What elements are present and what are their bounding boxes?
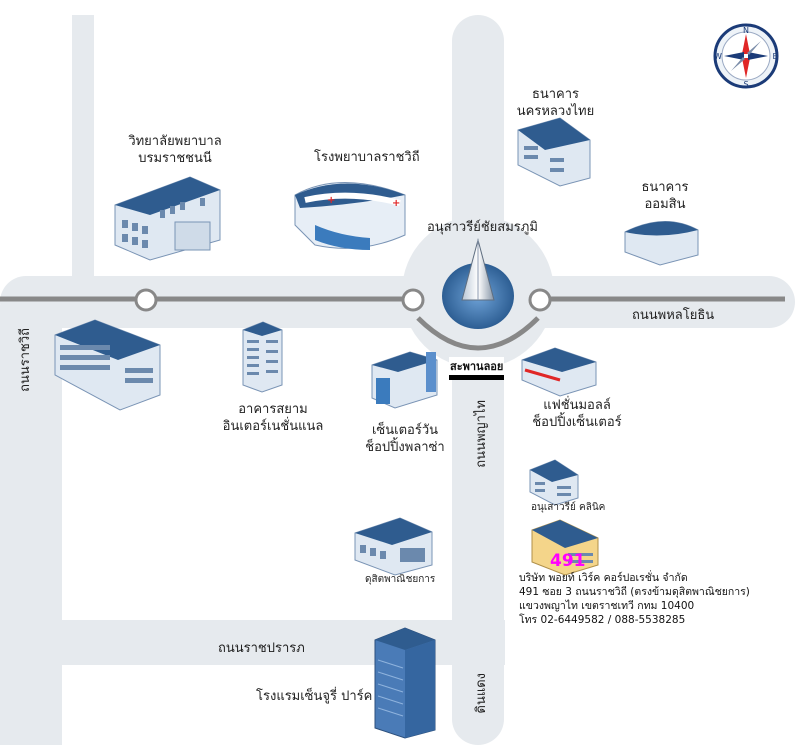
road-label-dindaeng: ดินแดง	[474, 673, 489, 714]
skywalk-label: สะพานลอย	[449, 357, 505, 375]
svg-text:N: N	[743, 26, 749, 35]
svg-text:W: W	[714, 52, 722, 61]
building-century-park-icon	[374, 627, 436, 739]
building-company-icon	[531, 519, 599, 576]
building-siam-tower-icon	[242, 321, 283, 393]
road-label-ratchaprarop: ถนนราชปรารภ	[218, 641, 305, 656]
building-fashion-mall-icon	[521, 347, 597, 397]
clinic-label: อนุเสาวรีย์ คลินิค	[531, 502, 606, 513]
road-phayathai	[452, 15, 504, 745]
century-park-label: โรงแรมเซ็นจูรี่ ปาร์ค	[256, 689, 373, 704]
fashion-mall-label: แฟชั่นมอลล์ช็อปปิ้งเซ็นเตอร์	[532, 398, 622, 430]
rajavithi-hospital-label: โรงพยาบาลราชวิถี	[314, 150, 420, 165]
siam-tower-label: อาคารสยามอินเตอร์เนชั่นแนล	[222, 402, 324, 434]
svg-text:E: E	[772, 52, 777, 61]
svg-text:+: +	[392, 198, 400, 209]
monument-label: อนุสาวรีย์ชัยสมรภูมิ	[427, 220, 538, 235]
bank-gsb-label: ธนาคารออมสิน	[641, 180, 689, 212]
road-upper-left	[72, 15, 94, 305]
company-phone: โทร 02-6449582 / 088-5538285	[519, 614, 686, 626]
monument-icon	[442, 238, 514, 329]
compass-icon: N S E W	[713, 23, 779, 89]
road-ratchawithi	[0, 305, 62, 745]
building-bank-nakhonluang-icon	[517, 117, 591, 187]
dusit-label: ดุสิตพาณิชยการ	[365, 574, 436, 585]
building-nursing-college-icon	[114, 176, 221, 261]
building-rajavithi-hospital-icon: + +	[294, 182, 406, 250]
bank-nakhonluang-label: ธนาคารนครหลวงไทย	[516, 87, 595, 119]
company-number-badge: 491	[550, 551, 586, 571]
company-address: 491 ซอย 3 ถนนราชวิถี (ตรงข้ามดุสิตพาณิชย…	[519, 586, 750, 598]
svg-text:S: S	[743, 80, 748, 89]
svg-text:+: +	[327, 195, 335, 206]
road-label-ratchawithi: ถนนราชวิถี	[18, 328, 33, 392]
company-district: แขวงพญาไท เขตราชเทวี กทม 10400	[519, 600, 695, 612]
building-left-complex-icon	[54, 319, 161, 411]
company-name: บริษัท พอยท์ เวิร์ค คอร์ปอเรชั่น จำกัด	[519, 572, 688, 584]
building-bank-gsb-icon	[624, 221, 699, 266]
road-label-phahonyothin: ถนนพหลโยธิน	[632, 308, 715, 323]
road-label-phayathai: ถนนพญาไท	[474, 400, 489, 468]
building-clinic-icon	[529, 459, 579, 506]
road-phahonyothin	[0, 276, 795, 328]
building-dusit-icon	[354, 517, 433, 576]
company-address-block: บริษัท พอยท์ เวิร์ค คอร์ปอเรชั่น จำกัด 4…	[519, 571, 750, 627]
building-center-one-icon	[371, 351, 438, 409]
center-one-label: เซ็นเตอร์วันช็อปปิ้งพลาซ่า	[365, 423, 445, 455]
nursing-college-label: วิทยาลัยพยาบาลบรมราชชนนี	[128, 134, 222, 166]
